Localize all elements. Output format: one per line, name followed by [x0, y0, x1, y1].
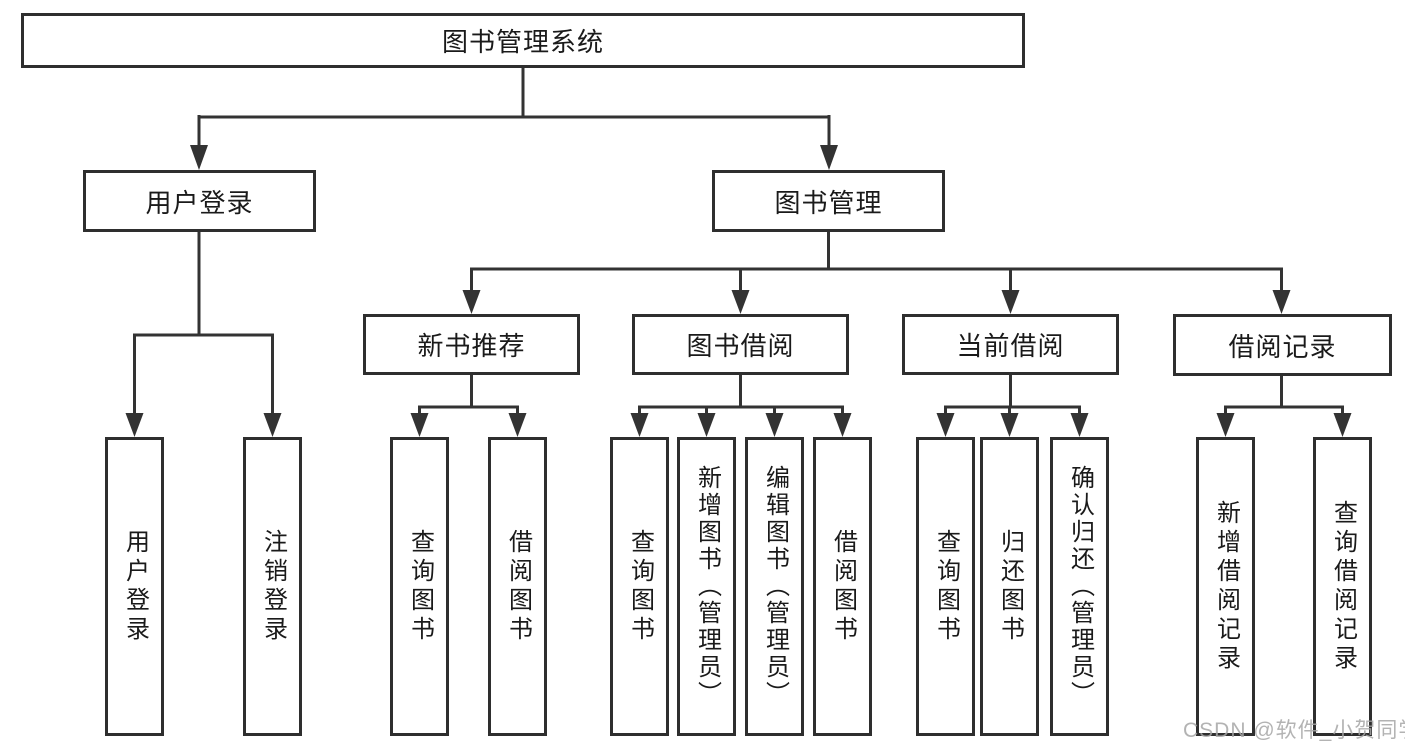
leaf-query-books-recommend: 查询图书	[390, 437, 449, 736]
node-label: 图书管理	[774, 187, 883, 218]
leaf-return-books: 归还图书	[980, 437, 1039, 736]
leaf-label: 查询借阅记录	[1329, 499, 1357, 674]
leaf-label: 借阅图书	[504, 528, 532, 645]
node-library-management-system: 图书管理系统	[21, 13, 1025, 68]
leaf-label: 用户登录	[121, 528, 149, 645]
node-book-borrow: 图书借阅	[632, 314, 849, 375]
leaf-label: 新增图书（管理员）	[693, 465, 721, 708]
leaf-label: 查询图书	[626, 528, 654, 645]
leaf-borrow-books: 借阅图书	[813, 437, 872, 736]
leaf-label: 借阅图书	[829, 528, 857, 645]
leaf-add-borrow-record: 新增借阅记录	[1196, 437, 1255, 736]
leaf-add-books-admin: 新增图书（管理员）	[677, 437, 736, 736]
leaf-label: 新增借阅记录	[1212, 499, 1240, 674]
leaf-label: 注销登录	[259, 528, 287, 645]
node-label: 用户登录	[145, 187, 254, 218]
leaf-label: 查询图书	[406, 528, 434, 645]
leaf-edit-books-admin: 编辑图书（管理员）	[745, 437, 804, 736]
node-current-borrow: 当前借阅	[902, 314, 1119, 375]
leaf-query-borrow-record: 查询借阅记录	[1313, 437, 1372, 736]
node-user-login: 用户登录	[83, 170, 316, 232]
leaf-label: 归还图书	[996, 528, 1024, 645]
csdn-watermark: CSDN @软件_小贺同学	[1183, 719, 1405, 742]
node-label: 当前借阅	[956, 331, 1065, 361]
leaf-label: 确认归还（管理员）	[1066, 465, 1094, 708]
node-label: 图书管理系统	[441, 27, 604, 57]
node-label: 图书借阅	[686, 331, 795, 361]
leaf-query-books-borrow: 查询图书	[610, 437, 669, 736]
node-new-book-recommend: 新书推荐	[363, 314, 580, 375]
leaf-label: 编辑图书（管理员）	[761, 465, 789, 708]
leaf-user-login: 用户登录	[105, 437, 164, 736]
leaf-borrow-books-recommend: 借阅图书	[488, 437, 547, 736]
leaf-query-books-current: 查询图书	[916, 437, 975, 736]
node-borrow-records: 借阅记录	[1173, 314, 1392, 376]
leaf-confirm-return-admin: 确认归还（管理员）	[1050, 437, 1109, 736]
leaf-logout: 注销登录	[243, 437, 302, 736]
node-label: 新书推荐	[417, 331, 526, 361]
leaf-label: 查询图书	[932, 528, 960, 645]
node-label: 借阅记录	[1228, 331, 1337, 362]
node-book-management: 图书管理	[712, 170, 945, 232]
